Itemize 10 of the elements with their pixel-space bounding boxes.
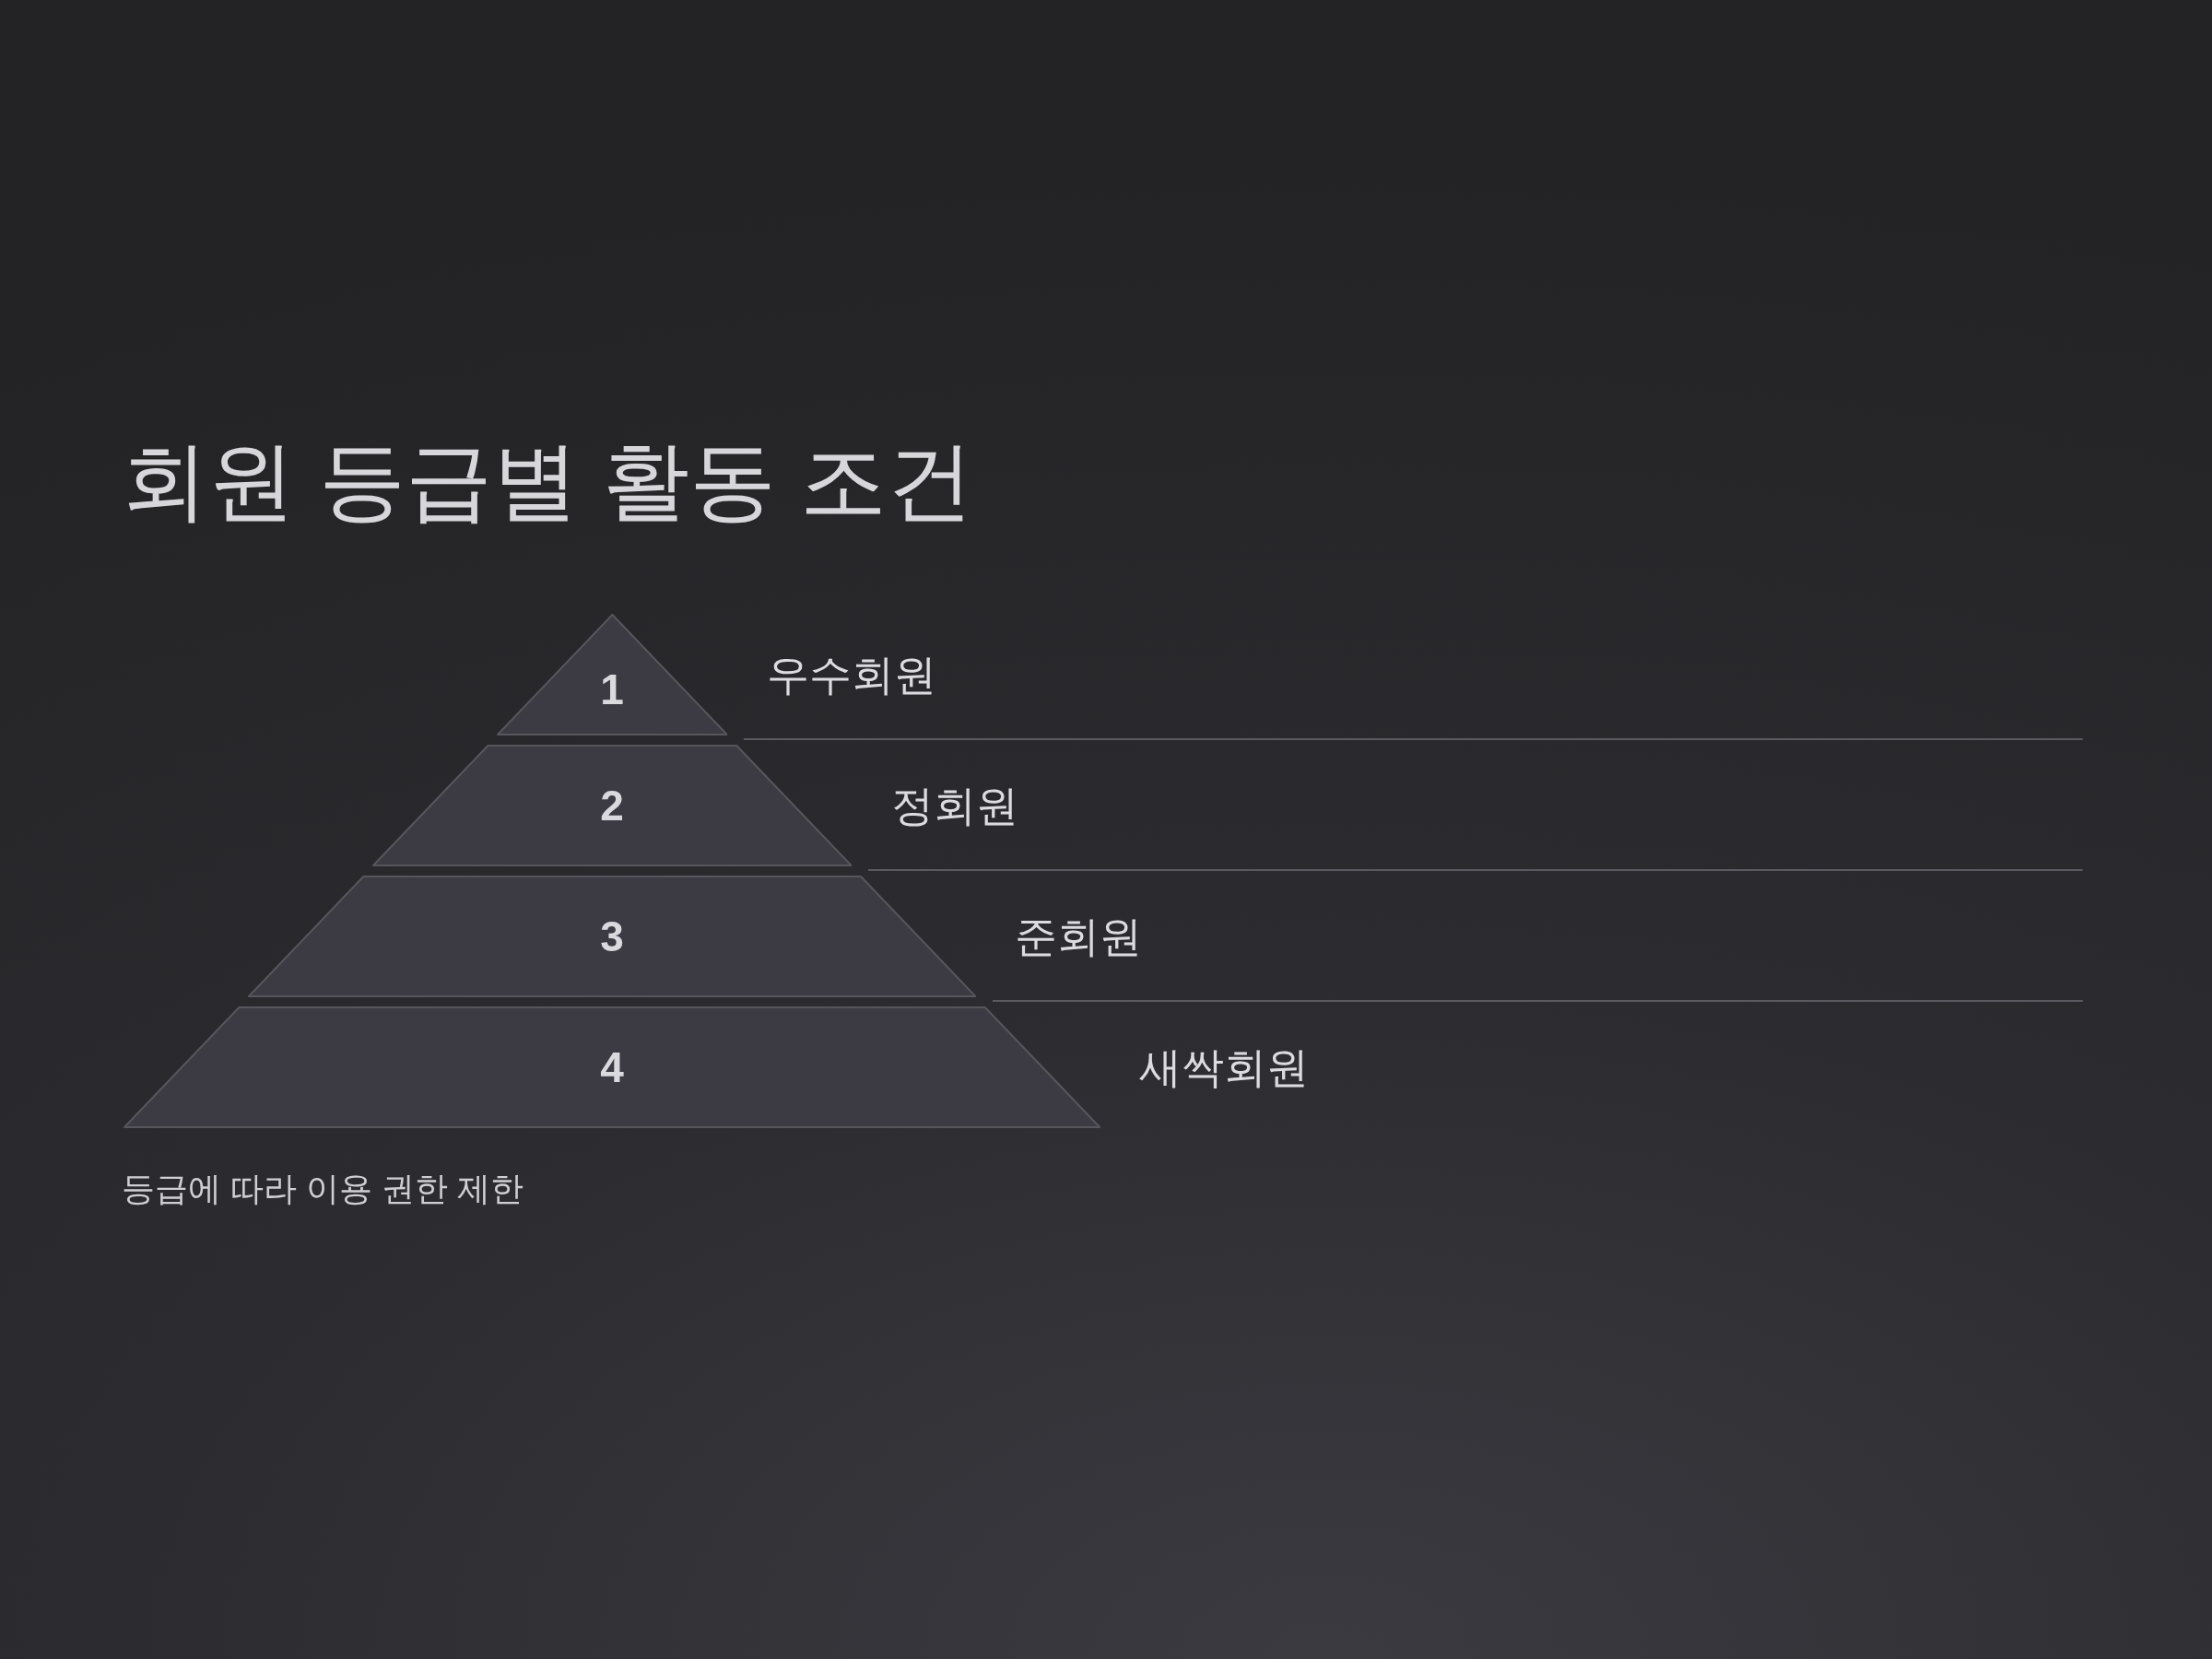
title: 회원 등급별 활동 조건 [122,433,974,529]
tier-label: 준회원 [1015,915,1143,958]
tier-number: 1 [600,667,624,711]
tier-number: 4 [600,1046,624,1088]
tier-label: 정회원 [890,784,1018,827]
caption: 등급에 따라 이용 권한 제한 [122,1169,524,1209]
tier-number: 2 [600,784,624,827]
tier-number: 3 [600,915,624,958]
tier-label: 새싹회원 [1139,1046,1310,1088]
tier-label: 우수회원 [766,653,936,696]
